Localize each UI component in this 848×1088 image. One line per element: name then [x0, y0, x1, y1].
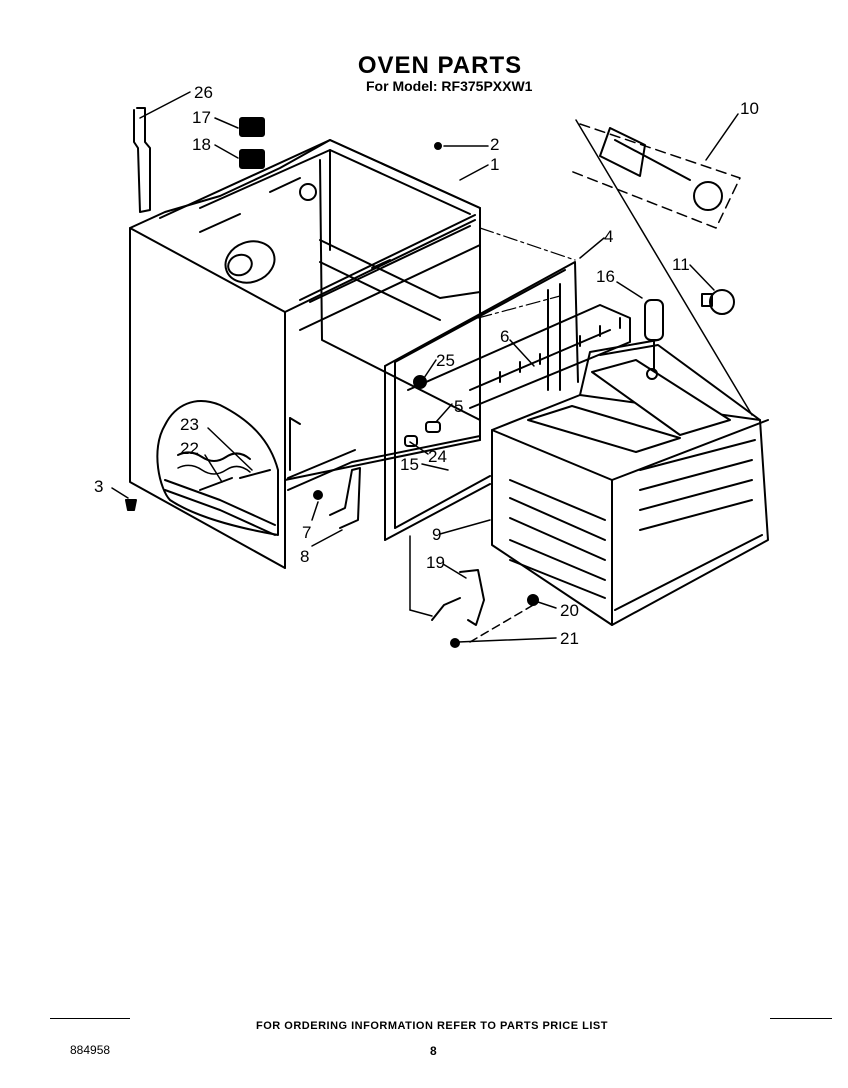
- ordering-note: FOR ORDERING INFORMATION REFER TO PARTS …: [256, 1020, 608, 1032]
- callout-15: 15: [400, 455, 419, 474]
- callout-2: 2: [490, 135, 499, 154]
- callout-19: 19: [426, 553, 445, 572]
- document-number: 884958: [70, 1043, 111, 1057]
- model-subtitle: For Model: RF375PXXW1: [366, 78, 533, 94]
- callout-23: 23: [180, 415, 199, 434]
- callout-20: 20: [560, 601, 579, 620]
- callout-17: 17: [192, 108, 211, 127]
- callout-1: 1: [490, 155, 499, 174]
- oven-cabinet: [129, 139, 481, 569]
- page-title: OVEN PARTS: [357, 52, 523, 79]
- callout-5: 5: [454, 397, 463, 416]
- leader-lines: [111, 91, 739, 643]
- callout-9: 9: [432, 525, 441, 544]
- callout-10: 10: [740, 99, 759, 118]
- callout-8: 8: [300, 547, 309, 566]
- oven-liner: [491, 339, 769, 626]
- front-frame: [384, 261, 579, 541]
- callout-3: 3: [94, 477, 103, 496]
- callout-25: 25: [436, 351, 455, 370]
- callout-6: 6: [500, 327, 509, 346]
- callout-4: 4: [604, 227, 613, 246]
- footer-rule-left: [50, 1018, 130, 1019]
- page-number: 8: [430, 1044, 437, 1058]
- callout-26: 24: [428, 447, 447, 466]
- footer-rule-right: [770, 1018, 832, 1019]
- alignment-lines: [477, 227, 576, 319]
- callout-11: 11: [672, 255, 690, 274]
- callout-22: 22: [180, 439, 199, 458]
- bake-element: [407, 304, 631, 409]
- small-parts: [125, 107, 753, 648]
- callout-labels: 26 17 18 2 1 10 4 11 16 6 25 5 23 22 24 …: [94, 83, 759, 648]
- callout-7: 7: [302, 523, 311, 542]
- callout-16: 16: [596, 267, 615, 286]
- callout-18: 18: [192, 135, 211, 154]
- callout-21: 21: [560, 629, 579, 648]
- callout-24: 26: [194, 83, 213, 102]
